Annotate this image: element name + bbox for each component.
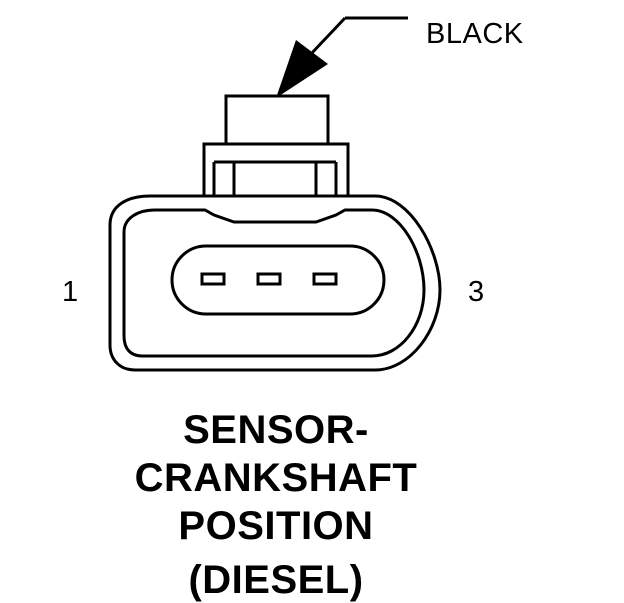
callout-leader: [276, 16, 408, 98]
terminal-pin-2: [256, 272, 282, 286]
title-line-4: (DIESEL): [188, 558, 364, 602]
terminal-pins: [200, 272, 338, 286]
title-line-1: SENSOR-: [183, 408, 369, 452]
lock-tab-upper: [224, 94, 330, 146]
lock-tab-collar: [202, 142, 350, 196]
connector-body-inner: [122, 208, 426, 358]
wire-color-label: BLACK: [426, 18, 524, 50]
title-line-2: CRANKSHAFT: [134, 456, 418, 500]
callout-leader-diagonal: [308, 16, 347, 57]
callout-arrowhead: [276, 40, 328, 98]
pin-number-right: 3: [468, 276, 485, 308]
terminal-pin-3: [312, 272, 338, 286]
title-line-3: POSITION: [178, 504, 374, 548]
pin-number-left: 1: [62, 276, 79, 308]
terminal-pin-1: [200, 272, 226, 286]
